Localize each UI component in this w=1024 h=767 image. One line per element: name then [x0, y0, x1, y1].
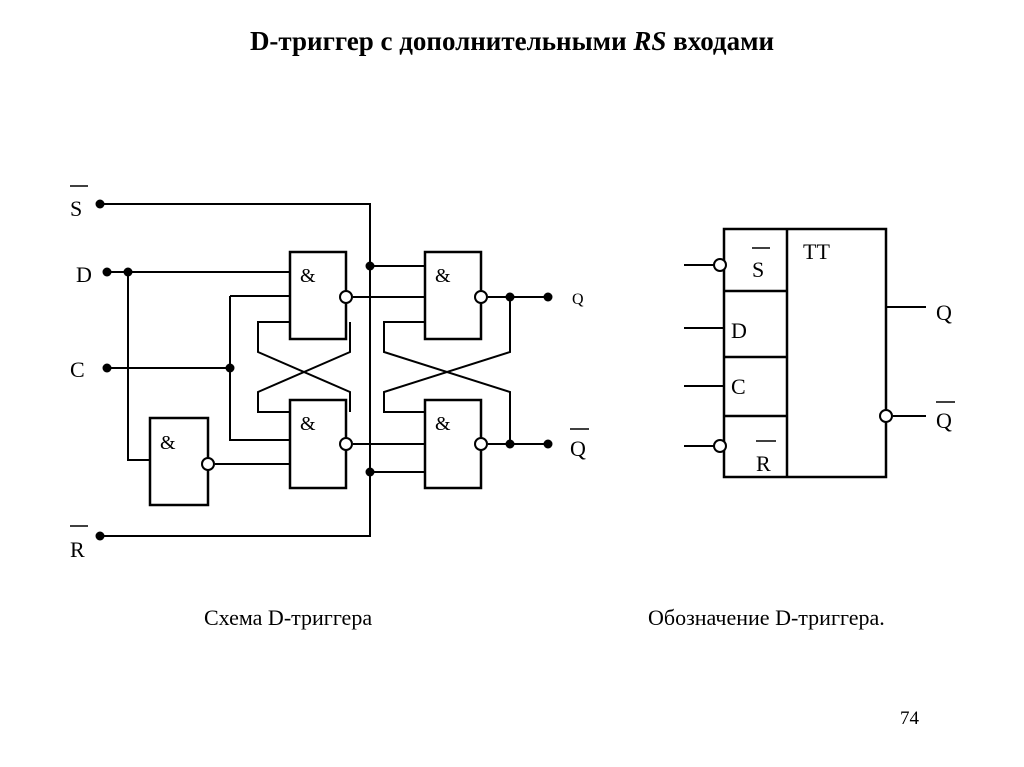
gate-upper-right: [423, 250, 483, 341]
schematic-caption: Схема D-триггера: [204, 605, 373, 630]
gate-lower-left-symbol: &: [300, 413, 316, 435]
symbol-q-label: Q: [936, 300, 952, 325]
gate-lower-right-symbol: &: [435, 413, 451, 435]
symbol-pins: [684, 264, 926, 447]
gate-inverter: [148, 416, 210, 507]
symbol-caption: Обозначение D-триггера.: [648, 605, 885, 630]
symbol-r-bar-label: R: [756, 451, 771, 476]
output-q-bar-label: Q: [570, 436, 586, 461]
page-title: D-триггер с дополнительными RS входами: [0, 26, 1024, 57]
output-q-label: Q: [572, 291, 584, 308]
schematic-gates: [148, 250, 483, 507]
junction-dots: [95, 199, 553, 541]
inversion-bubbles: [201, 290, 488, 471]
title-text: D-триггер с дополнительными: [249, 26, 634, 56]
gate-upper-right-symbol: &: [435, 265, 451, 287]
input-r-bar-label: R: [70, 537, 85, 562]
input-c-label: C: [70, 357, 85, 382]
symbol-block: [722, 227, 888, 479]
title-suffix: входами: [666, 26, 775, 56]
gate-lower-left: [288, 398, 348, 490]
gate-lower-right: [423, 398, 483, 490]
symbol-s-bar-label: S: [752, 257, 764, 282]
page-number: 74: [900, 708, 919, 729]
symbol-d-label: D: [731, 318, 747, 343]
gate-upper-left: [288, 250, 348, 341]
gate-upper-left-symbol: &: [300, 265, 316, 287]
gate-inverter-symbol: &: [160, 432, 176, 454]
title-rs: RS: [633, 26, 667, 56]
symbol-c-label: C: [731, 374, 746, 399]
input-d-label: D: [76, 262, 92, 287]
symbol-q-bar-label: Q: [936, 408, 952, 433]
symbol-bubbles: [713, 258, 893, 453]
input-s-bar-label: S: [70, 196, 82, 221]
schematic-wires: [100, 203, 548, 537]
symbol-type-label: TT: [803, 239, 830, 264]
